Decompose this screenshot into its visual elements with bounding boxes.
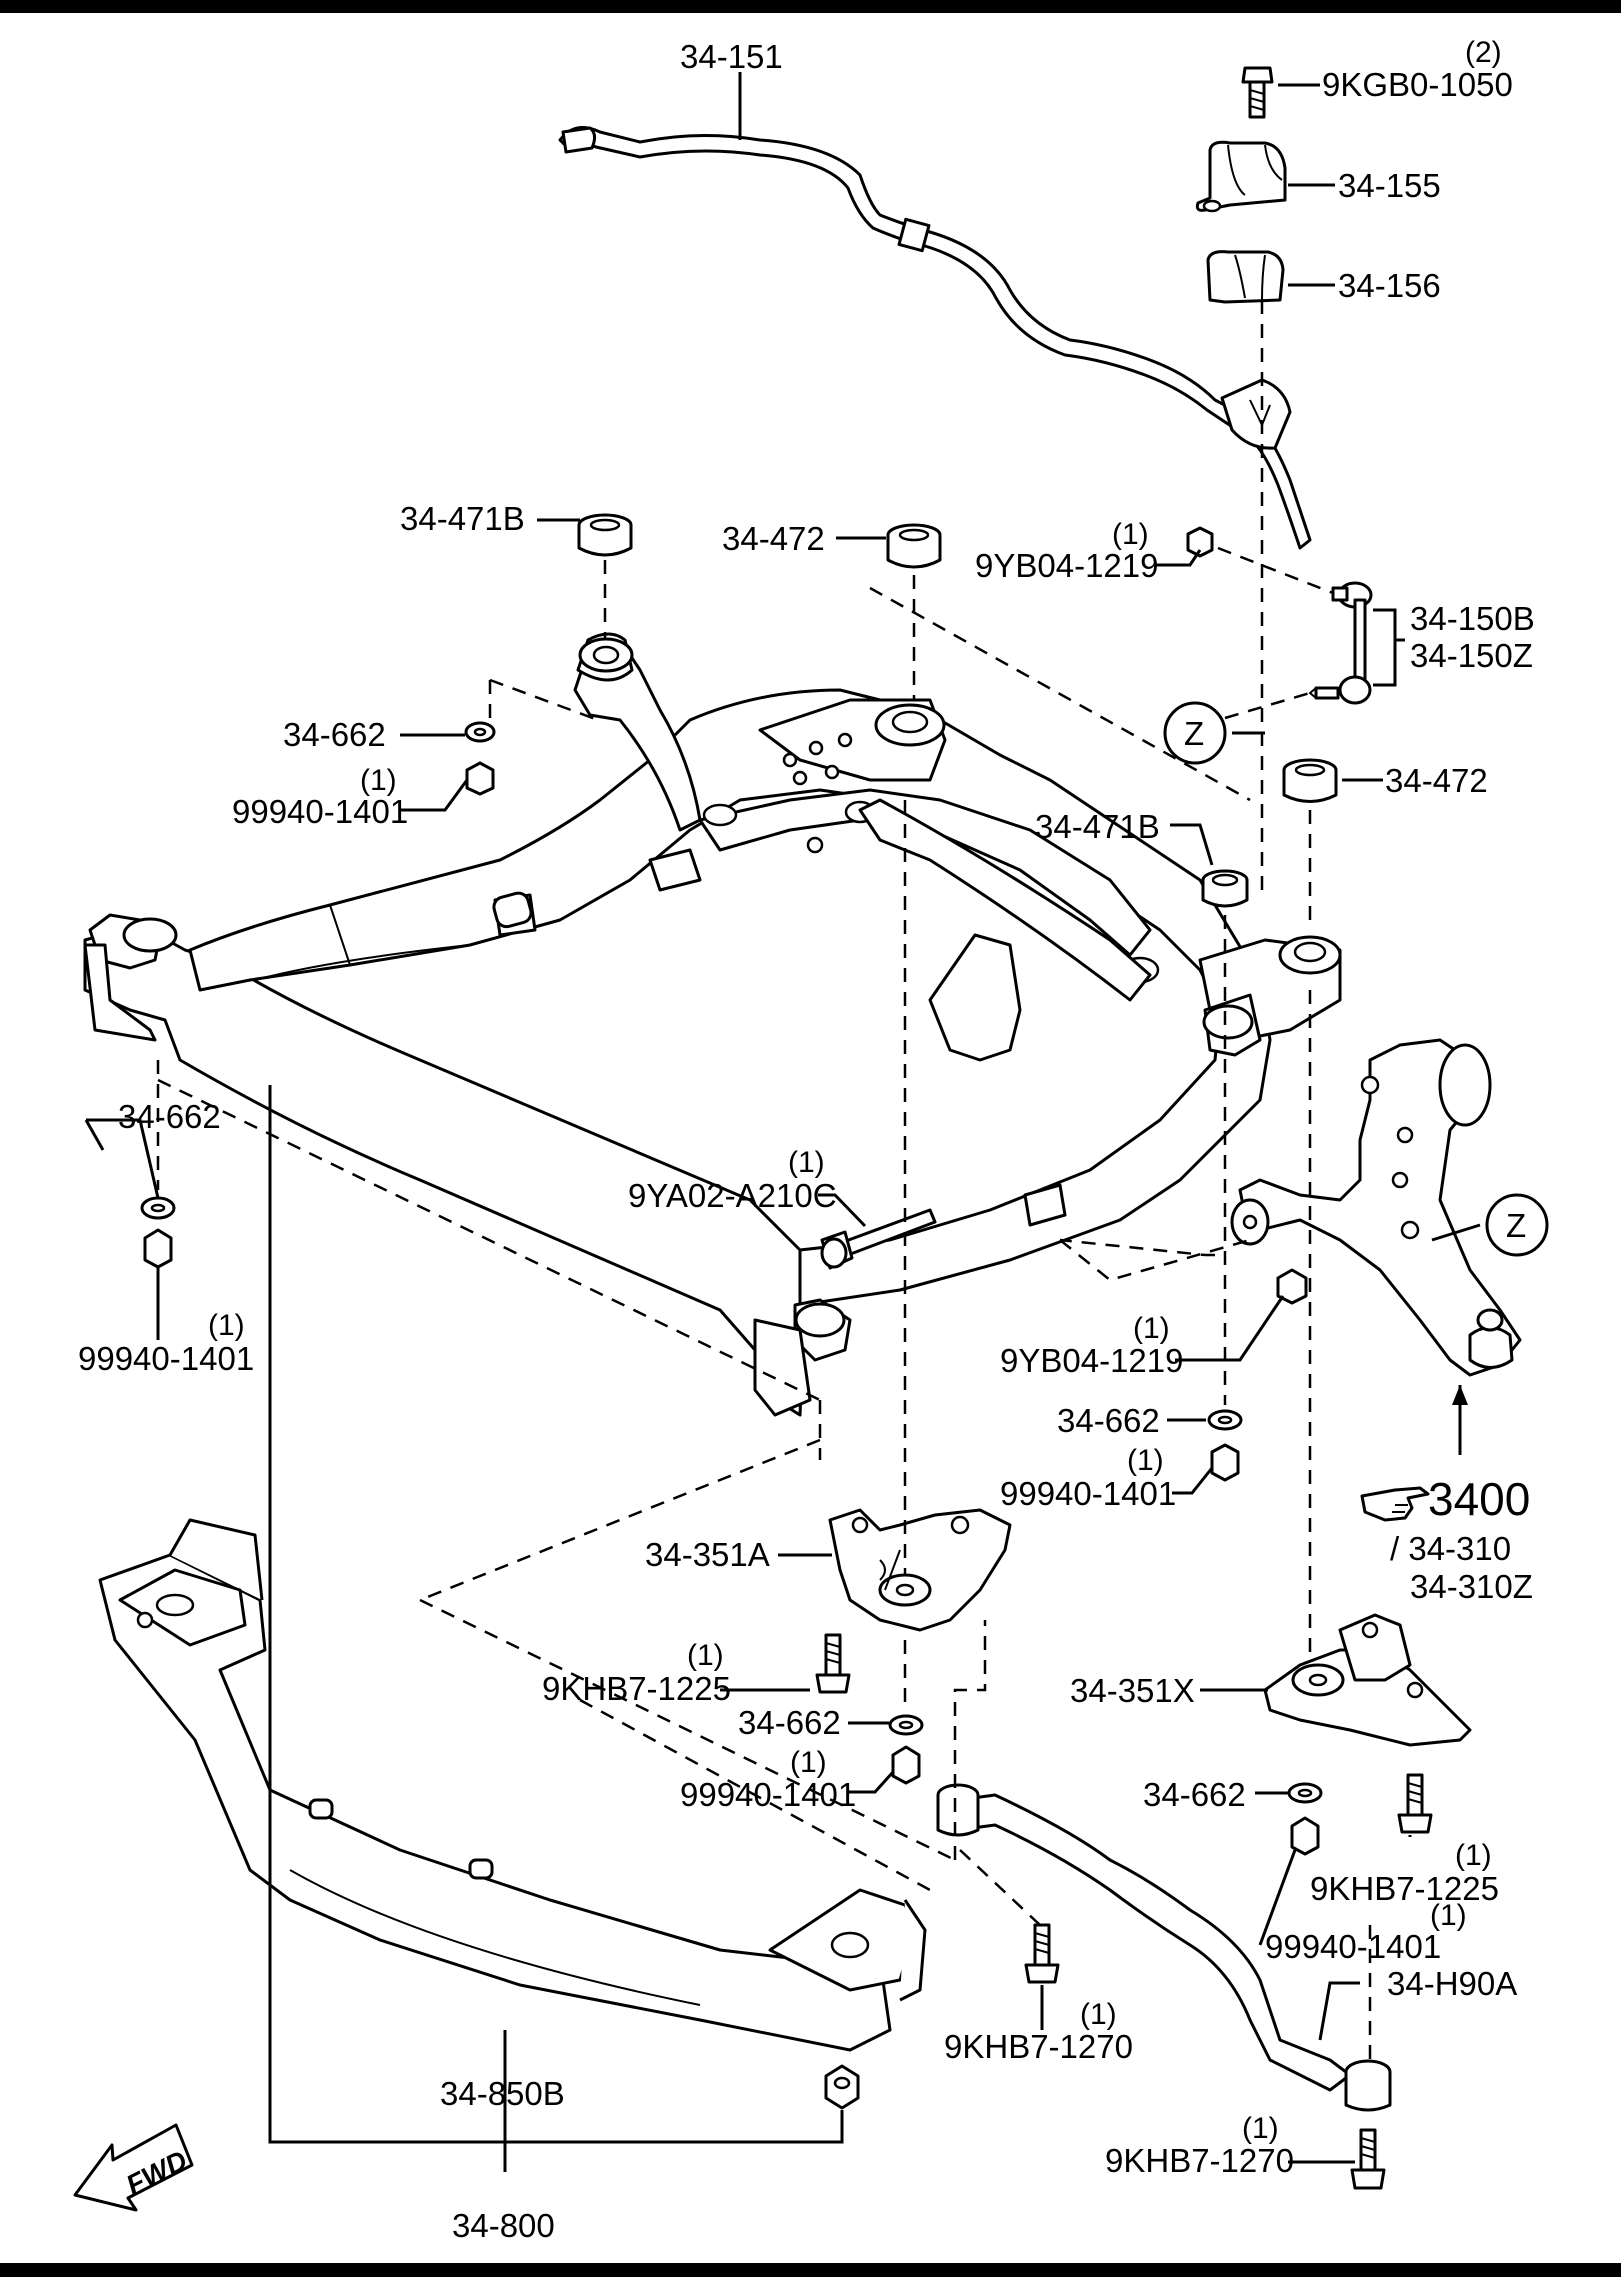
label-3400: 3400 (1428, 1473, 1530, 1525)
qty-9khb7-1270-a: (1) (1080, 1998, 1117, 2031)
rubber-471b-left-shape (577, 513, 633, 557)
label-34-662-left-low: 34-662 (118, 1098, 221, 1135)
stabilizer-link-shape (1308, 581, 1373, 705)
label-9yb04-top: 9YB04-1219 (975, 547, 1158, 584)
lower-control-arm-shape (1230, 1038, 1522, 1377)
label-34-662-mid: 34-662 (1057, 1402, 1160, 1439)
qty-9yb04-top: (1) (1112, 518, 1149, 551)
bolt-9khb7-1270-b-shape (1350, 2128, 1386, 2190)
qty-9khb7-a: (1) (687, 1639, 724, 1672)
bolt-9ya02-shape (820, 1208, 937, 1270)
bolt-9kgb0-shape (1241, 66, 1274, 119)
label-34-662-left-top: 34-662 (283, 716, 386, 753)
label-9kgb0: 9KGB0-1050 (1322, 66, 1513, 103)
label-34-150z: 34-150Z (1410, 637, 1533, 674)
ref-z-mid-circle (1485, 1193, 1549, 1257)
bracket-351a-shape (828, 1508, 1012, 1632)
nut-850b-shape (824, 2064, 860, 2110)
label-34-351a: 34-351A (645, 1536, 770, 1573)
rubber-471b-right-shape (1201, 869, 1249, 908)
bolt-9khb7-a-shape (815, 1633, 851, 1694)
washer-lower-shape (888, 1714, 924, 1736)
fwd-arrow-icon (73, 2123, 194, 2212)
qty-9yb04-mid: (1) (1133, 1312, 1170, 1345)
nut-mid-shape (1210, 1443, 1240, 1482)
qty-9kgb0: (2) (1465, 36, 1502, 69)
qty-9ya02: (1) (788, 1146, 825, 1179)
washer-right-low-shape (1287, 1782, 1323, 1804)
washer-mid-shape (1207, 1409, 1243, 1431)
lower-member-850b-shape (98, 1518, 927, 2052)
nut-lower-shape (891, 1745, 921, 1785)
label-9khb7-b: 9KHB7-1225 (1310, 1870, 1499, 1907)
hand-pointer-icon (1360, 1486, 1430, 1522)
nut-9yb04-top-shape (1186, 526, 1214, 558)
label-9ya02: 9YA02-A210C (628, 1177, 837, 1214)
nut-left-low-shape (143, 1228, 173, 1269)
label-99940-right-low: 99940-1401 (1265, 1928, 1441, 1965)
top-border (0, 0, 1621, 13)
qty-99940-left-top: (1) (360, 764, 397, 797)
label-34-662-lower: 34-662 (738, 1704, 841, 1741)
qty-9khb7-1270-b: (1) (1242, 2112, 1279, 2145)
ref-z-top-label: Z (1184, 715, 1204, 752)
washer-left-low-shape (140, 1196, 176, 1220)
bottom-border (0, 2263, 1621, 2277)
label-99940-mid: 99940-1401 (1000, 1475, 1176, 1512)
rubber-472-right-shape (1282, 758, 1338, 803)
label-34-471b-left: 34-471B (400, 500, 525, 537)
label-34-156: 34-156 (1338, 267, 1441, 304)
ref-z-mid-label: Z (1506, 1207, 1526, 1244)
label-99940-left-top: 99940-1401 (232, 793, 408, 830)
qty-9khb7-b: (1) (1455, 1839, 1492, 1872)
bracket-351x-shape (1263, 1613, 1472, 1747)
label-34-800: 34-800 (452, 2207, 555, 2244)
label-9yb04-mid: 9YB04-1219 (1000, 1342, 1183, 1379)
crossmember-shape (83, 632, 1342, 1417)
qty-99940-lower: (1) (790, 1746, 827, 1779)
bolt-9khb7-b-shape (1397, 1773, 1433, 1834)
bushing-34-156-shape (1206, 250, 1285, 304)
label-34-662-right-low: 34-662 (1143, 1776, 1246, 1813)
dashed-guides (156, 300, 1372, 2060)
label-34-310: / 34-310 (1390, 1530, 1511, 1567)
label-99940-left-low: 99940-1401 (78, 1340, 254, 1377)
label-34-h90a: 34-H90A (1387, 1965, 1517, 2002)
part-labels: 34-151 (2) 9KGB0-1050 34-155 34-156 34-4… (78, 36, 1535, 2244)
washer-left-top-shape (464, 721, 496, 743)
qty-99940-mid: (1) (1127, 1444, 1164, 1477)
leader-lines (84, 72, 1481, 2172)
label-9khb7-1270-a: 9KHB7-1270 (944, 2028, 1133, 2065)
label-34-310z: 34-310Z (1410, 1568, 1533, 1605)
nut-left-top-shape (465, 761, 495, 796)
qty-99940-left-low: (1) (208, 1309, 245, 1342)
bolt-9khb7-1270-a-shape (1024, 1923, 1060, 1984)
label-34-471b-right: 34-471B (1035, 808, 1160, 845)
label-34-151: 34-151 (680, 38, 783, 75)
qty-99940-right-low: (1) (1430, 1899, 1467, 1932)
arrow-to-arm (1452, 1385, 1468, 1405)
bracket-34-155-shape (1195, 140, 1287, 213)
ref-z-top-circle (1163, 701, 1227, 765)
nut-right-low-shape (1290, 1816, 1320, 1856)
label-34-850b: 34-850B (440, 2075, 565, 2112)
nut-9yb04-mid-shape (1276, 1268, 1308, 1305)
label-34-472-mid: 34-472 (722, 520, 825, 557)
stabilizer-bar-shape (558, 126, 1312, 550)
crossmember-detail (254, 891, 1067, 1227)
rubber-472-mid-shape (886, 523, 942, 569)
label-34-351x: 34-351X (1070, 1672, 1195, 1709)
label-34-155: 34-155 (1338, 167, 1441, 204)
label-99940-lower: 99940-1401 (680, 1776, 856, 1813)
label-34-150b: 34-150B (1410, 600, 1535, 637)
brace-h90a-shape (936, 1783, 1392, 2112)
label-34-472-right: 34-472 (1385, 762, 1488, 799)
label-9khb7-1270-b: 9KHB7-1270 (1105, 2142, 1294, 2179)
label-9khb7-a: 9KHB7-1225 (542, 1670, 731, 1707)
